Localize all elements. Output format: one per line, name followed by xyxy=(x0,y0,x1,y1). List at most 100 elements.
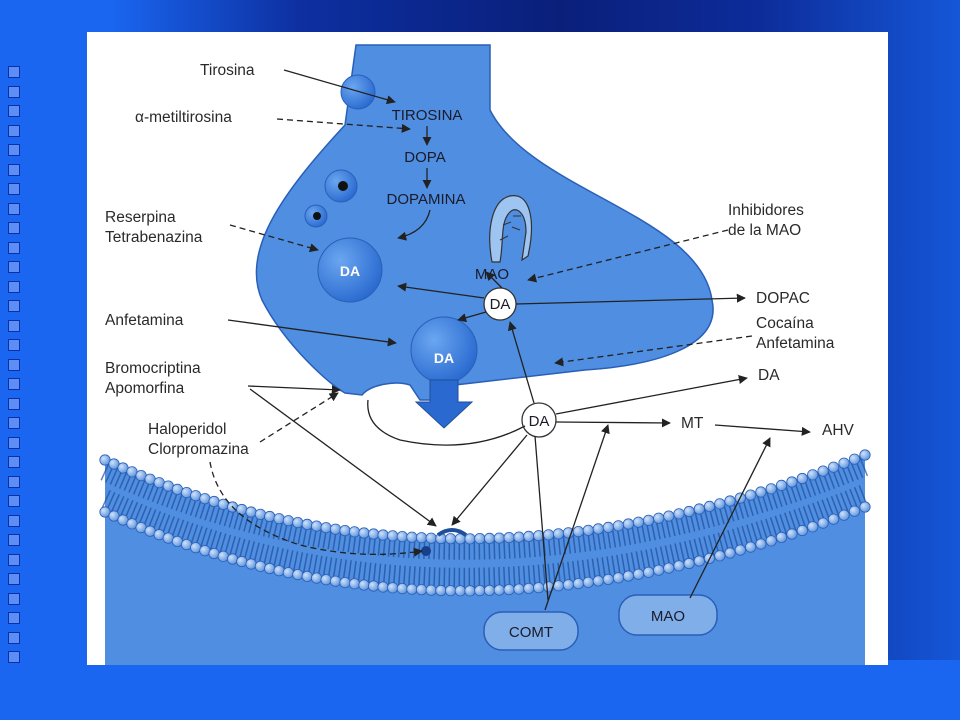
da-synapse-label: DA xyxy=(529,413,550,430)
membrane-bead xyxy=(562,579,575,591)
label-tetrabenazina: Tetrabenazina xyxy=(105,229,203,246)
membrane-bead xyxy=(827,513,840,525)
membrane-bead xyxy=(254,560,266,572)
membrane-bead xyxy=(714,550,726,562)
membrane-bead xyxy=(693,503,705,515)
decorative-square xyxy=(8,631,20,644)
membrane-bead xyxy=(612,572,625,584)
membrane-bead xyxy=(602,521,614,534)
decorative-square xyxy=(8,202,20,215)
membrane-bead xyxy=(807,469,819,481)
membrane-bead xyxy=(848,505,861,517)
membrane-bead xyxy=(714,498,726,510)
decorative-square xyxy=(8,436,20,449)
membrane-bead xyxy=(786,476,798,488)
membrane-bead xyxy=(807,521,819,533)
membrane-bead xyxy=(724,547,736,559)
membrane-bead xyxy=(582,524,594,536)
membrane-bead xyxy=(348,526,361,538)
membrane-bead xyxy=(827,461,840,473)
membrane-bead xyxy=(348,578,361,590)
membrane-bead xyxy=(683,505,695,518)
membrane-bead xyxy=(320,522,332,534)
decorative-square xyxy=(8,339,20,351)
membrane-bead xyxy=(282,567,294,579)
decorative-square xyxy=(8,573,20,585)
label-da-right: DA xyxy=(758,367,780,384)
membrane-bead xyxy=(425,532,437,544)
membrane-beads-outer xyxy=(99,449,871,545)
membrane-bead xyxy=(367,580,380,592)
label-dopac: DOPAC xyxy=(756,290,810,307)
membrane-bead xyxy=(724,495,736,507)
decorative-square xyxy=(8,85,20,98)
membrane-bead xyxy=(282,515,294,527)
membrane-bead xyxy=(533,582,545,594)
membrane-bead xyxy=(245,558,257,570)
membrane-bead xyxy=(329,523,342,535)
membrane-bead xyxy=(425,584,437,596)
membrane-bead xyxy=(339,524,351,537)
membrane-bead xyxy=(765,535,777,547)
membrane-bead xyxy=(264,562,276,575)
decorative-square xyxy=(8,163,20,176)
decorative-square xyxy=(8,183,20,195)
presynaptic-terminal xyxy=(255,44,714,401)
label-cocaina: Cocaína xyxy=(756,315,814,332)
membrane-bead xyxy=(320,574,332,586)
label-bromocriptina: Bromocriptina xyxy=(105,360,201,377)
membrane-bead xyxy=(693,555,705,567)
membrane-bead xyxy=(329,575,342,587)
inside-dopa: DOPA xyxy=(404,149,445,166)
decorative-square xyxy=(8,475,20,488)
membrane-bead xyxy=(208,547,220,560)
decorative-square xyxy=(8,300,20,312)
membrane-bead xyxy=(542,529,555,541)
label-apomorfina: Apomorfina xyxy=(105,380,185,397)
membrane-bead xyxy=(493,532,505,544)
membrane-bead xyxy=(444,533,457,545)
membrane-bead xyxy=(503,583,515,596)
decorative-square xyxy=(8,319,20,332)
label-haloperidol: Haloperidol xyxy=(148,421,226,438)
membrane-bead xyxy=(310,520,323,532)
membrane-bead xyxy=(208,495,220,508)
membrane-beads-inner xyxy=(99,501,871,597)
decorative-square xyxy=(8,222,20,234)
membrane-bead xyxy=(493,584,505,596)
membrane-bead xyxy=(396,582,408,595)
decorative-square xyxy=(8,280,20,293)
membrane-bead xyxy=(817,517,829,529)
membrane-bead xyxy=(406,583,418,595)
membrane-bead xyxy=(523,530,535,543)
release-arrow xyxy=(414,379,474,429)
membrane-bead xyxy=(483,584,496,597)
da-free-label: DA xyxy=(490,296,511,313)
membrane-bead xyxy=(377,581,389,593)
membrane-bead xyxy=(227,553,239,565)
membrane-bead xyxy=(673,560,685,572)
membrane-lipid-tails xyxy=(100,454,870,590)
membrane-bead xyxy=(755,486,767,498)
membrane-bead xyxy=(632,568,645,580)
membrane-bead xyxy=(310,572,323,584)
decorative-square xyxy=(8,651,20,663)
label-ahv: AHV xyxy=(822,422,855,439)
comt-enzyme xyxy=(483,611,579,651)
label-tirosina: Tirosina xyxy=(200,62,255,79)
membrane-bead xyxy=(415,532,428,544)
membrane-bead xyxy=(612,520,625,532)
membrane-bead xyxy=(513,531,525,543)
membrane-bead xyxy=(765,483,777,495)
small-vesicle-core-2 xyxy=(313,212,321,220)
membrane-bead xyxy=(632,516,645,528)
membrane-bead xyxy=(838,457,850,469)
decorative-square xyxy=(8,378,20,390)
membrane-bead xyxy=(264,510,276,523)
membrane-bead xyxy=(474,584,486,597)
membrane-bead xyxy=(755,538,767,550)
membrane-bead xyxy=(786,528,798,540)
decorative-square xyxy=(8,124,20,137)
membrane-bead xyxy=(734,544,746,556)
membrane-bead xyxy=(406,531,418,543)
